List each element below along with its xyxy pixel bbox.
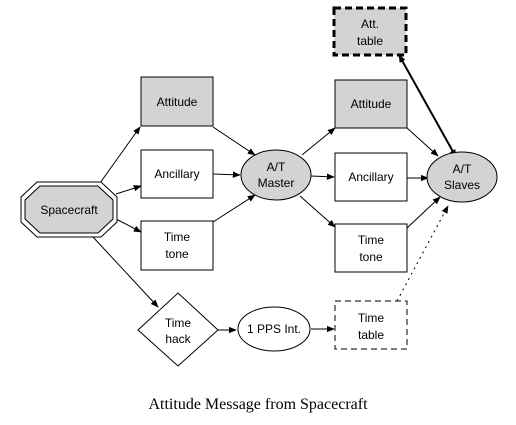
- at-slaves-label-1: A/T: [453, 162, 472, 176]
- spacecraft-label: Spacecraft: [40, 203, 98, 217]
- diagram-caption: Attitude Message from Spacecraft: [148, 396, 368, 413]
- edge-spacecraft-ancillary: [115, 185, 142, 195]
- edge-slaves-atttable: [398, 54, 457, 158]
- edge-attitude-master: [212, 126, 256, 156]
- pps-int-label: 1 PPS Int.: [247, 322, 301, 336]
- node-ancillary-right: Ancillary: [334, 152, 408, 202]
- time-tone-left-label-2: tone: [165, 247, 189, 261]
- time-tone-left-label-1: Time: [164, 230, 191, 244]
- at-slaves-label-2: Slaves: [444, 178, 480, 192]
- node-spacecraft: Spacecraft: [20, 181, 118, 238]
- node-at-master: A/T Master: [240, 149, 312, 201]
- node-time-tone-right: Time tone: [334, 223, 408, 273]
- edge-spacecraft-timetone: [115, 218, 142, 233]
- node-pps-int: 1 PPS Int.: [237, 306, 311, 352]
- time-hack-label-1: Time: [165, 316, 192, 330]
- ancillary-left-label: Ancillary: [154, 167, 199, 181]
- edge-attitude-slaves: [406, 127, 439, 157]
- node-attitude-right: Attitude: [334, 79, 408, 129]
- node-at-slaves: A/T Slaves: [426, 151, 498, 203]
- time-table-label-1: Time: [358, 311, 385, 325]
- attitude-left-label: Attitude: [157, 95, 198, 109]
- node-time-tone-left: Time tone: [140, 220, 214, 271]
- at-master-label-2: Master: [258, 176, 295, 190]
- edge-timetone-slaves: [406, 196, 441, 229]
- edge-ancillary-master: [212, 171, 241, 178]
- time-table-label-2: table: [358, 328, 384, 342]
- edge-master-timetone: [299, 195, 336, 228]
- edges: [92, 54, 457, 334]
- at-master-label-1: A/T: [267, 160, 286, 174]
- ancillary-right-label: Ancillary: [348, 170, 393, 184]
- edge-spacecraft-attitude: [94, 126, 141, 191]
- node-ancillary-left: Ancillary: [140, 149, 214, 199]
- edge-master-ancillary: [310, 173, 335, 180]
- node-att-table: Att. table: [332, 6, 408, 57]
- att-table-label-1: Att.: [361, 17, 379, 31]
- time-hack-label-2: hack: [165, 332, 191, 346]
- edge-timetone-master: [212, 194, 256, 223]
- edge-spacecraft-timehack: [92, 236, 159, 308]
- time-tone-right-label-1: Time: [358, 233, 385, 247]
- att-table-label-2: table: [357, 34, 383, 48]
- node-attitude-left: Attitude: [140, 76, 214, 127]
- edge-master-attitude: [301, 127, 336, 156]
- node-time-table: Time table: [334, 300, 408, 350]
- node-time-hack: Time hack: [137, 292, 219, 367]
- attitude-right-label: Attitude: [351, 97, 392, 111]
- time-tone-right-label-2: tone: [359, 250, 383, 264]
